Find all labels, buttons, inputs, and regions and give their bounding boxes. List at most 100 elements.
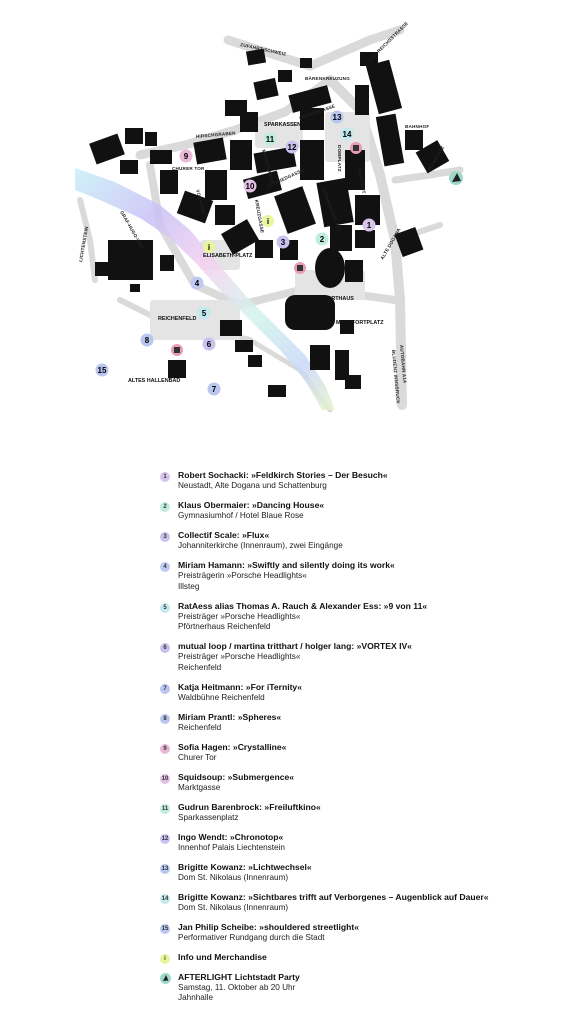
svg-text:BÄRENKREUZUNG: BÄRENKREUZUNG [305,75,350,81]
marker-badge: 4 [160,562,170,572]
legend-item-detail: Preisträger »Porsche Headlights« [178,611,301,621]
legend-item-title: Sofia Hagen: »Crystalline« [178,741,287,752]
legend-item-title: Collectif Scale: »Flux« [178,530,270,540]
svg-text:10: 10 [246,182,255,191]
map-marker-2: 2 [315,232,329,246]
map-marker-1: 1 [362,218,376,232]
svg-text:5: 5 [202,309,207,318]
legend-item-3: 3 Collectif Scale: »Flux«Johanniterkirche… [160,530,343,552]
svg-text:14: 14 [343,130,352,139]
marker-badge: 14 [160,893,170,904]
legend-item-detail: Innenhof Palais Liechtenstein [178,842,285,852]
legend-item-title: Katja Heitmann: »For iTernity« [178,681,302,692]
legend-item-5: 5 RatAess alias Thomas A. Rauch & Alexand… [160,601,427,633]
legend-item-title: mutual loop / martina tritthart / holger… [178,641,412,651]
legend-item-11: 11 Gudrun Barenbrock: »Freiluftkino«Spark… [160,802,321,824]
svg-text:12: 12 [288,143,297,152]
svg-text:BLUDENZ INNSBRUCK: BLUDENZ INNSBRUCK [391,350,401,405]
legend-item-title: Squidsoup: »Submergence« [178,771,295,782]
marker-badge: 8 [160,713,170,724]
svg-text:4: 4 [195,279,200,288]
river-ill [75,168,335,410]
numbered-markers: 1 2 3 4 5 6 7 8 9 10 11 12 13 14 15 [95,110,376,396]
svg-text:7: 7 [212,385,217,394]
legend-item-detail: Reichenfeld [178,722,222,732]
legend-item-15: 15 Jan Philip Scheibe: »shouldered street… [160,922,359,944]
svg-text:i: i [267,217,269,226]
marker-badge: 15 [160,923,170,934]
map-marker-3: 3 [276,235,290,249]
svg-text:REICHENFELD: REICHENFELD [158,316,196,322]
shopping-bag-icon [171,344,183,356]
legend-item-detail: Marktgasse [178,782,221,792]
legend-item-title: Gudrun Barenbrock: »Freiluftkino« [178,801,321,812]
legend-item-detail: Waldbühne Reichenfeld [178,692,265,702]
legend-item-detail: Performativer Rundgang durch die Stadt [178,932,325,942]
legend-item-detail: Jahnhalle [178,993,214,1002]
svg-text:CHURER TOR: CHURER TOR [172,166,205,171]
svg-text:15: 15 [98,366,107,375]
legend-item-title: Jan Philip Scheibe: »shouldered streetli… [178,921,359,932]
city-map: ZUFAHRT SCHWEIZ L190 REICHSSTRASSE BÄREN… [75,21,464,413]
marker-badge: 13 [160,863,170,874]
svg-text:ELISABETH-PLATZ: ELISABETH-PLATZ [203,253,253,259]
merchandise-markers [171,142,362,356]
legend-item-detail: Pförtnerhaus Reichenfeld [178,622,271,631]
info-icon: i [262,215,274,227]
marker-badge: 11 [160,803,170,814]
svg-text:11: 11 [266,135,275,144]
legend-item-title: Brigitte Kowanz: »Sichtbares trifft auf … [178,891,489,902]
map-marker-11: 11 [263,132,277,146]
map-marker-4: 4 [190,276,204,290]
svg-text:BAHNHOF: BAHNHOF [405,124,429,129]
marker-badge: 1 [160,472,170,482]
legend-item-title: RatAess alias Thomas A. Rauch & Alexande… [178,600,428,611]
svg-text:LICHTENSTEIN: LICHTENSTEIN [78,226,89,263]
svg-text:6: 6 [207,340,212,349]
marker-badge: 12 [160,833,170,844]
svg-text:2: 2 [320,235,325,244]
party-icon [160,972,171,984]
map-marker-8: 8 [140,333,154,347]
svg-text:MONTFORTHAUS: MONTFORTHAUS [308,296,354,302]
legend-item-title: Klaus Obermaier: »Dancing House« [178,500,325,510]
marker-badge: 2 [160,502,170,512]
svg-text:AUTOBAHN A14: AUTOBAHN A14 [399,345,407,384]
svg-text:1: 1 [367,221,372,230]
svg-text:9: 9 [184,152,189,161]
buildings [89,48,450,397]
map-marker-9: 9 [179,149,193,163]
legend-item-detail: Gymnasiumhof / Hotel Blaue Rose [178,511,304,520]
map-marker-14: 14 [340,127,354,141]
legend-item-detail: Churer Tor [178,752,217,762]
info-icon: i [160,953,170,964]
legend-item-13: 13 Brigitte Kowanz: »Lichtwechsel«Dom St.… [160,862,312,884]
svg-text:KREUZGASSE: KREUZGASSE [254,199,265,233]
legend-item-title: Brigitte Kowanz: »Lichtwechsel« [178,861,312,872]
marker-badge: 3 [160,532,170,542]
svg-text:SPARKASSEN-PLATZ: SPARKASSEN-PLATZ [264,122,321,128]
legend-item-14: 14 Brigitte Kowanz: »Sichtbares trifft au… [160,892,489,914]
legend-item-detail: Samstag, 11. Oktober ab 20 Uhr [178,982,296,992]
legend-item-detail: Sparkassenplatz [178,812,239,822]
legend-item-2: 2 Klaus Obermaier: »Dancing House«Gymnasi… [160,500,324,522]
legend-item-detail: Johanniterkirche (Innenraum), zwei Eingä… [178,541,343,550]
legend-item-detail: Dom St. Nikolaus (Innenraum) [178,902,289,912]
legend-item-detail: Dom St. Nikolaus (Innenraum) [178,872,289,882]
svg-text:i: i [208,243,210,252]
map-marker-7: 7 [207,382,221,396]
marker-badge: 5 [160,602,170,613]
svg-text:ALTES HALLENBAD: ALTES HALLENBAD [128,378,180,384]
map-marker-13: 13 [330,110,344,124]
svg-text:HIRSCHGRABEN: HIRSCHGRABEN [196,130,237,139]
legend-item-detail: Illsteg [178,581,200,591]
svg-text:13: 13 [333,113,342,122]
info-icon: i [203,241,215,253]
